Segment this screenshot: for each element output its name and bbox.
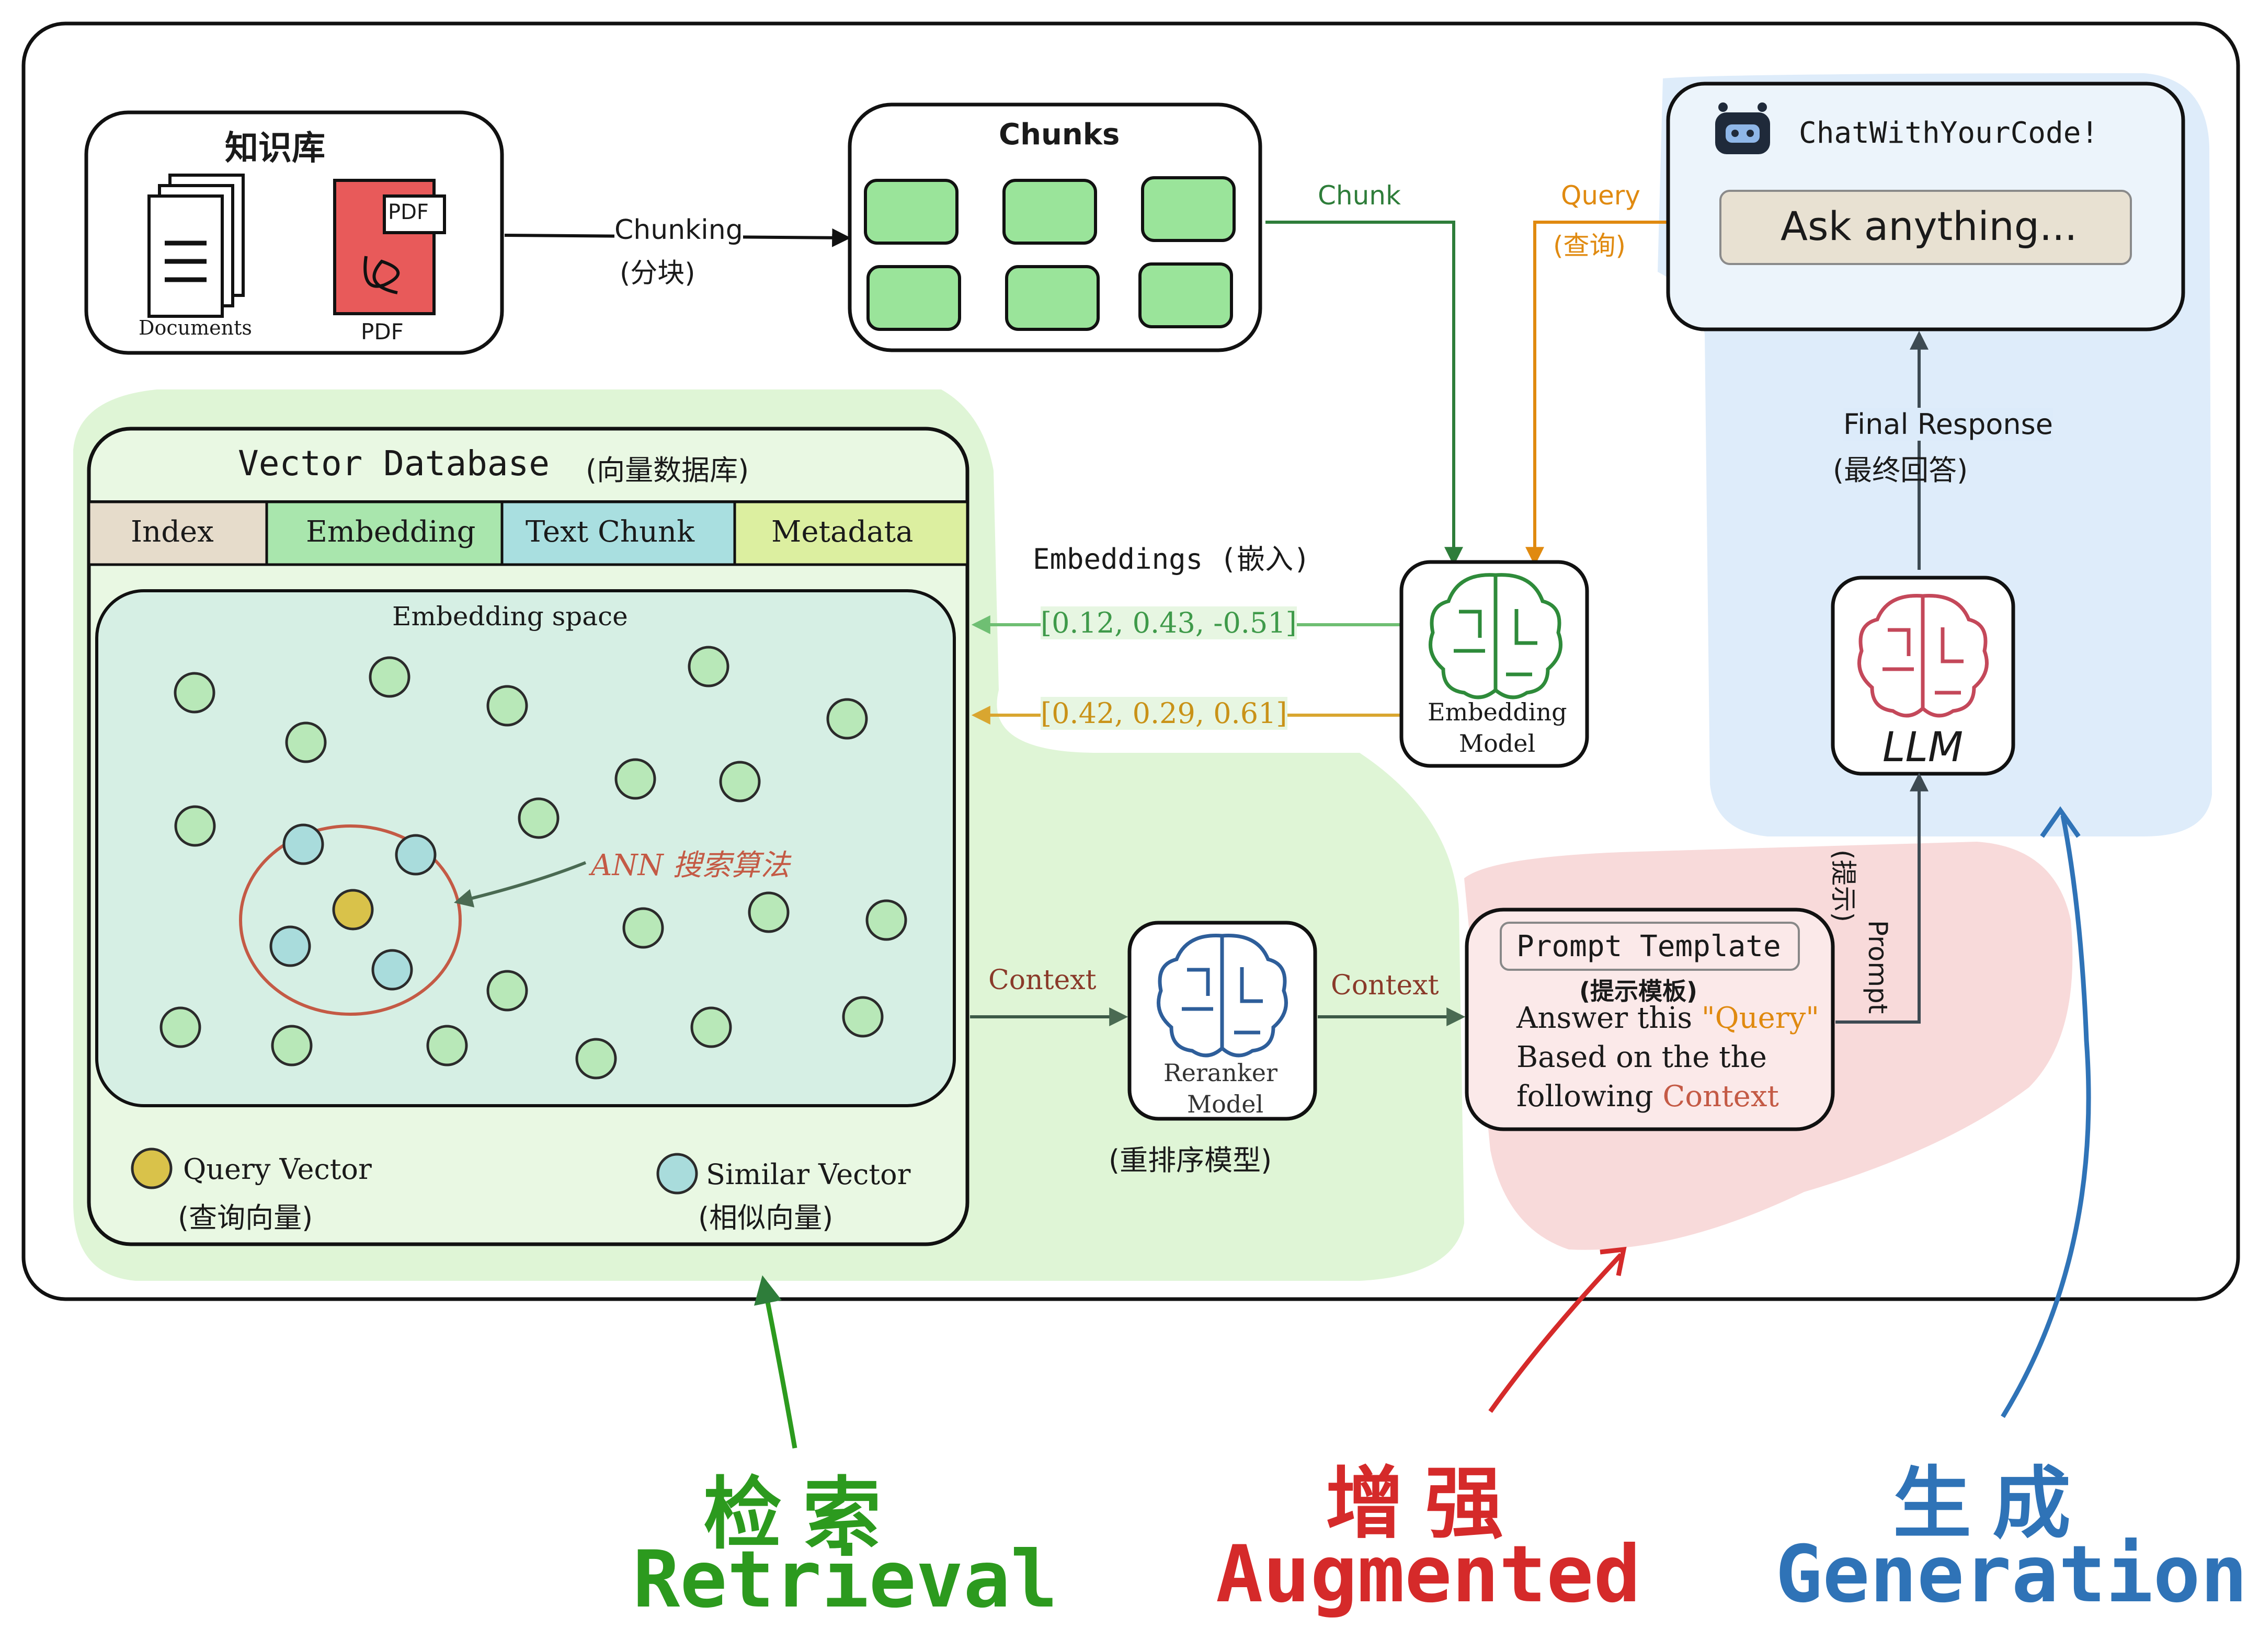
chunk-tile xyxy=(1005,265,1100,331)
chunk-tile xyxy=(1138,262,1233,328)
prompt-query-highlight: "Query" xyxy=(1701,1001,1819,1035)
pdf-badge: PDF xyxy=(388,200,429,224)
column-text-chunk: Text Chunk xyxy=(526,515,695,549)
embedding-model-label-2: Model xyxy=(1459,729,1536,758)
retrieval-arrow xyxy=(754,1275,797,1449)
prompt-line3-prefix: following xyxy=(1516,1080,1663,1114)
retrieval-label-en: Retrieval xyxy=(633,1534,1058,1625)
column-metadata-bg xyxy=(733,500,969,566)
retrieval-label-cn: 检索 xyxy=(703,1469,903,1560)
embedding-space-box xyxy=(95,589,956,1107)
chunk-tile xyxy=(866,265,961,331)
documents-icon xyxy=(147,174,245,318)
knowledge-base-title: 知识库 xyxy=(225,129,325,168)
chunk-tiles xyxy=(864,176,1236,331)
prompt-edge-label: Prompt xyxy=(1863,920,1893,1014)
augmented-label-cn: 增强 xyxy=(1326,1459,1525,1550)
legend-query-label-cn: (查询向量) xyxy=(178,1201,313,1234)
ann-label: ANN 搜索算法 xyxy=(591,848,790,882)
embedding-brain-icon xyxy=(1429,573,1562,699)
final-response-label-cn: (最终回答) xyxy=(1833,454,1968,487)
query-edge-label-cn: (查询) xyxy=(1553,231,1626,261)
chunk-edge-label: Chunk xyxy=(1318,180,1401,211)
reranker-label-1: Reranker xyxy=(1163,1059,1277,1087)
column-index: Index xyxy=(131,515,214,549)
reranker-brain-icon xyxy=(1157,934,1288,1058)
generation-arrow xyxy=(2001,815,2091,1418)
chat-input[interactable]: Ask anything... xyxy=(1781,203,2078,249)
chat-title: ChatWithYourCode! xyxy=(1799,116,2099,150)
augmented-label-en: Augmented xyxy=(1216,1529,1641,1620)
query-edge-label: Query xyxy=(1561,180,1640,211)
prompt-template-title-bg xyxy=(1500,922,1800,971)
pdf-icon xyxy=(333,179,446,315)
vector-db-title: Vector Database xyxy=(238,443,550,484)
legend-similar-dot xyxy=(656,1153,698,1195)
context-label-2: Context xyxy=(1331,970,1439,1001)
reranker-label-cn: (重排序模型) xyxy=(1109,1144,1272,1177)
context-label-1: Context xyxy=(988,965,1097,996)
prompt-arrow xyxy=(1835,772,1929,1024)
augmented-arrow xyxy=(1488,1253,1623,1413)
chunking-label-cn: (分块) xyxy=(620,258,695,289)
prompt-template-title-cn: (提示模板) xyxy=(1579,977,1698,1005)
column-index-bg xyxy=(87,500,268,566)
legend-query-label: Query Vector xyxy=(183,1153,372,1186)
prompt-template-line1: Answer this "Query" xyxy=(1516,1001,1819,1035)
ann-pointer xyxy=(454,861,587,908)
similar-dots xyxy=(269,823,437,991)
chunk-tile xyxy=(864,179,959,245)
chat-input-bg xyxy=(1719,190,2132,265)
chunk-arrow xyxy=(1265,221,1463,566)
embeddings-edge-label: Embeddings (嵌入) xyxy=(1033,543,1310,576)
query-dot xyxy=(332,889,374,931)
llm-brain-icon xyxy=(1857,594,1989,718)
prompt-line1-prefix: Answer this xyxy=(1516,1001,1702,1035)
embedding-vector-gold: [0.42, 0.29, 0.61] xyxy=(1041,697,1287,730)
generation-label-cn: 生成 xyxy=(1893,1459,2092,1550)
ann-circle xyxy=(239,824,462,1016)
vector-db-title-cn: (向量数据库) xyxy=(586,454,749,487)
legend-similar-label-cn: (相似向量) xyxy=(698,1201,834,1234)
prompt-edge-label-cn: (提示) xyxy=(1828,850,1858,923)
column-metadata: Metadata xyxy=(771,515,914,549)
prompt-template-line3: following Context xyxy=(1516,1080,1779,1114)
query-arrow xyxy=(1525,221,1673,566)
embedding-space-label: Embedding space xyxy=(392,601,628,632)
embedding-vector-green: [0.12, 0.43, -0.51] xyxy=(1041,606,1297,639)
robot-icon xyxy=(1715,102,1770,154)
chunks-title: Chunks xyxy=(999,118,1120,152)
llm-label: LLM xyxy=(1882,724,1964,771)
legend-query-dot xyxy=(131,1148,173,1189)
prompt-context-highlight: Context xyxy=(1662,1080,1779,1114)
reranker-label-2: Model xyxy=(1187,1090,1264,1118)
vector-dots xyxy=(159,646,907,1080)
chunk-tile xyxy=(1002,179,1097,245)
outer-frame xyxy=(21,21,2240,1301)
documents-label: Documents xyxy=(139,316,252,339)
chunking-label: Chunking xyxy=(614,214,743,246)
embedding-model-label-1: Embedding xyxy=(1428,698,1567,726)
prompt-template-title: Prompt Template xyxy=(1516,930,1781,963)
prompt-template-line2: Based on the the xyxy=(1516,1040,1767,1074)
final-response-label: Final Response xyxy=(1843,408,2053,441)
pdf-label: PDF xyxy=(361,319,404,345)
legend-similar-label: Similar Vector xyxy=(706,1158,911,1191)
chunk-tile xyxy=(1141,176,1236,242)
column-embedding: Embedding xyxy=(306,515,476,549)
generation-label-en: Generation xyxy=(1775,1529,2248,1620)
